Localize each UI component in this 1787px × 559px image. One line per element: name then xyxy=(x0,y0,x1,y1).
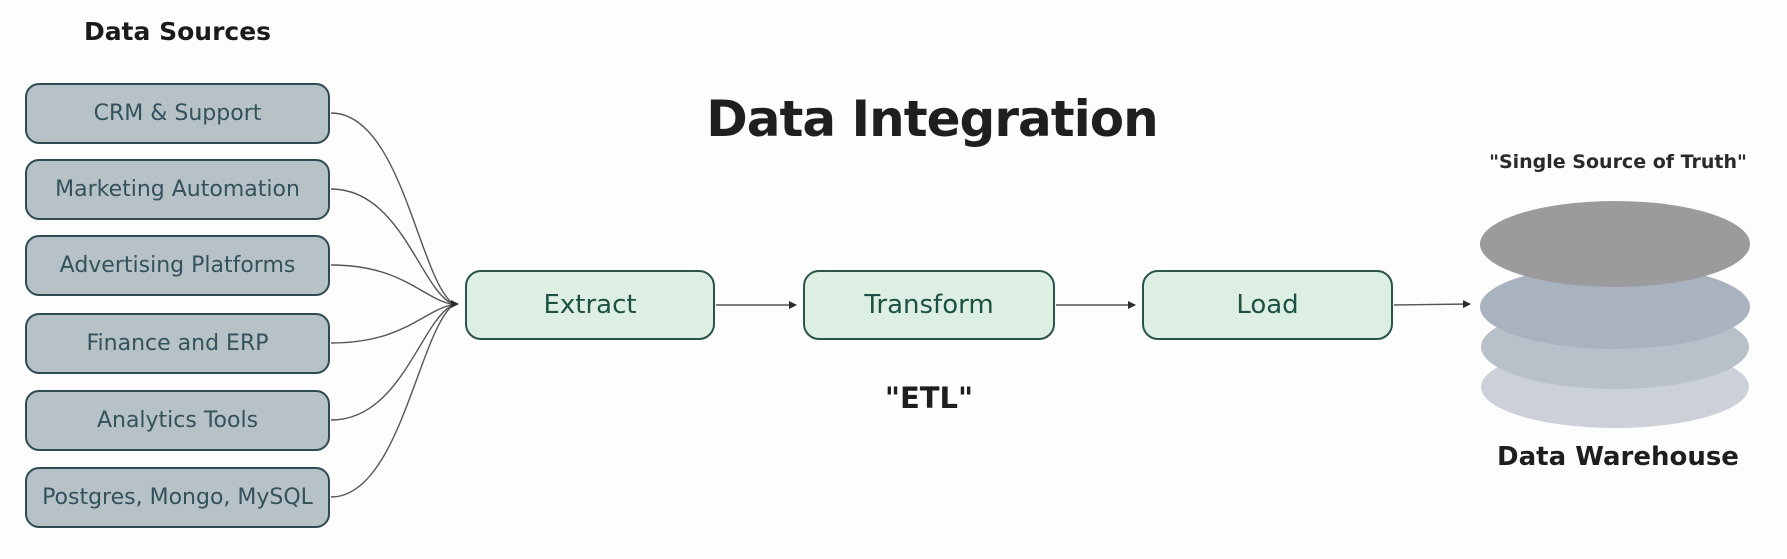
etl-caption: "ETL" xyxy=(884,381,974,415)
source-box-advertising-platforms: Advertising Platforms xyxy=(25,235,330,296)
data-warehouse-label: Data Warehouse xyxy=(1497,442,1739,472)
source-box-label: Finance and ERP xyxy=(86,331,269,356)
single-source-of-truth-caption: "Single Source of Truth" xyxy=(1489,151,1747,173)
source-box-marketing-automation: Marketing Automation xyxy=(25,159,330,220)
page-title: Data Integration xyxy=(706,90,1158,148)
source-box-label: Analytics Tools xyxy=(96,408,259,433)
pipeline-step-label: Load xyxy=(1236,290,1299,320)
warehouse-disk-2 xyxy=(1480,265,1750,349)
pipeline-step-extract: Extract xyxy=(465,270,715,340)
source-box-analytics-tools: Analytics Tools xyxy=(25,390,330,451)
source-box-label: CRM & Support xyxy=(93,101,262,126)
source-box-crm-support: CRM & Support xyxy=(25,83,330,144)
source-box-databases: Postgres, Mongo, MySQL xyxy=(25,467,330,528)
pipeline-step-load: Load xyxy=(1142,270,1393,340)
source-box-finance-erp: Finance and ERP xyxy=(25,313,330,374)
source-connector-4 xyxy=(330,304,452,344)
pipeline-step-label: Extract xyxy=(543,290,637,320)
arrow-load-to-warehouse xyxy=(1393,300,1471,309)
data-sources-heading: Data Sources xyxy=(83,17,272,46)
source-connector-2 xyxy=(330,188,452,304)
warehouse-disk-top xyxy=(1480,201,1750,287)
source-connector-1 xyxy=(330,112,452,303)
warehouse-disk-bottom xyxy=(1481,346,1749,428)
source-connector-3 xyxy=(330,264,452,305)
source-connector-5 xyxy=(330,305,452,421)
warehouse-disk-3 xyxy=(1481,305,1749,389)
source-connector-6 xyxy=(330,306,452,498)
source-box-label: Postgres, Mongo, MySQL xyxy=(42,485,313,510)
pipeline-step-label: Transform xyxy=(864,290,994,320)
source-box-label: Marketing Automation xyxy=(55,177,300,202)
pipeline-step-transform: Transform xyxy=(803,270,1055,340)
source-box-label: Advertising Platforms xyxy=(59,253,296,278)
